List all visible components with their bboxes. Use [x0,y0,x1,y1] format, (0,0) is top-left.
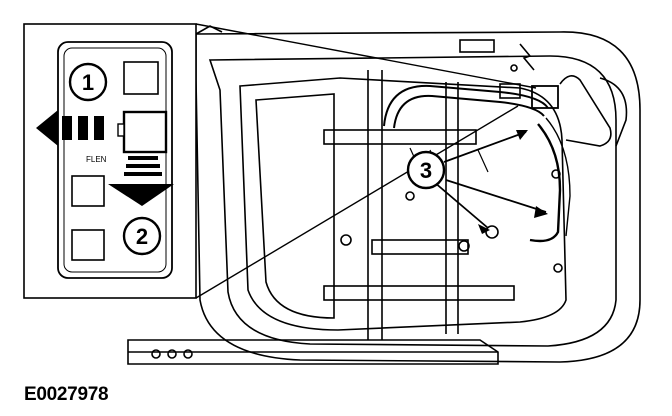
svg-text:3: 3 [420,158,432,183]
connector-label: FLEN [86,155,107,164]
arrow-down-icon [108,156,174,206]
inset-zoom-lines [195,23,537,299]
callout-3-leaders [433,131,547,229]
callout-2: 2 [122,216,162,256]
figure-id: E0027978 [24,384,109,405]
leader-arrowheads [478,130,548,234]
switch-left-mid [71,175,105,207]
switch-top-right [123,61,159,95]
switch-left-bottom [71,229,105,261]
svg-text:2: 2 [136,224,148,249]
callout-3: 3 [406,150,446,190]
callout-1: 1 [68,62,108,102]
svg-text:1: 1 [82,70,94,95]
seat-frame [127,25,641,365]
arrow-left-icon [36,110,104,146]
switch-center [122,110,168,154]
inset-detail: FLEN 1 2 [23,23,197,299]
